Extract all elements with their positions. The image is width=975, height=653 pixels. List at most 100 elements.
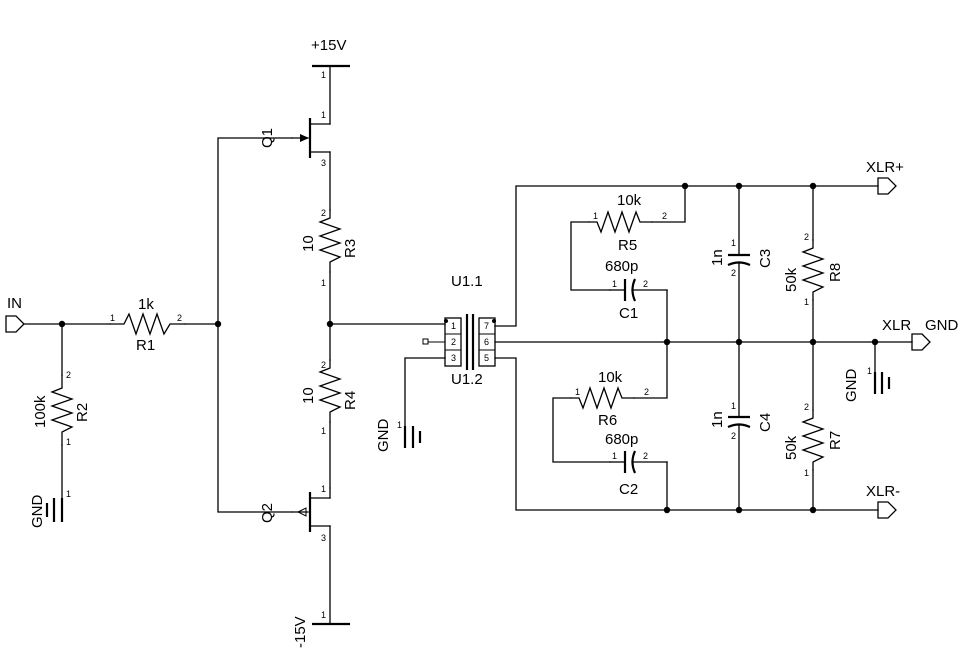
input-port: IN — [5, 295, 111, 333]
svg-text:1: 1 — [397, 420, 402, 430]
q1-ref: Q1 — [259, 128, 276, 148]
xlr-gnd-label: GND — [925, 317, 959, 334]
r5-ref: R5 — [618, 237, 637, 254]
resistor-r6: 10k R6 1 2 — [552, 341, 668, 463]
svg-text:3: 3 — [451, 353, 456, 363]
svg-text:1: 1 — [321, 484, 326, 494]
gnd-label-output: GND — [843, 369, 860, 403]
svg-text:1: 1 — [593, 211, 598, 221]
transformer-u1: 1 2 3 7 6 5 U1.1 U1.2 — [422, 273, 496, 388]
power-rail-negative: 1 -15V — [292, 610, 350, 648]
svg-text:1: 1 — [451, 321, 456, 331]
transformer-ground: 1 GND — [375, 357, 446, 453]
svg-text:2: 2 — [321, 360, 326, 370]
r4-value: 10 — [300, 387, 317, 404]
xlr-plus-label: XLR+ — [866, 159, 904, 176]
c4-ref: C4 — [757, 413, 774, 432]
resistor-r1: 1k R1 1 2 — [109, 296, 219, 354]
ground-symbol: 1 GND — [29, 489, 71, 528]
gnd-label: GND — [29, 495, 46, 529]
svg-text:1: 1 — [321, 70, 326, 80]
capacitor-c2: 680p C2 1 2 — [605, 431, 668, 511]
svg-text:2: 2 — [66, 370, 71, 380]
svg-text:5: 5 — [484, 353, 489, 363]
vneg-label: -15V — [292, 616, 309, 648]
resistor-r2: 100k R2 2 1 — [32, 323, 91, 499]
r1-ref: R1 — [136, 337, 155, 354]
resistor-r7: 50k R7 2 1 — [783, 341, 844, 511]
svg-text:2: 2 — [804, 232, 809, 242]
power-rail-positive: 1 +15V — [311, 37, 350, 80]
output-port-xlr-plus: XLR+ — [866, 159, 904, 195]
output-port-xlr-minus: XLR- — [866, 483, 900, 519]
svg-text:1: 1 — [321, 110, 326, 120]
r2-value: 100k — [32, 395, 49, 428]
svg-text:1: 1 — [321, 610, 326, 620]
svg-text:2: 2 — [321, 208, 326, 218]
transistor-q1: Q1 1 3 — [259, 65, 331, 211]
wire-q1-base — [217, 137, 293, 325]
q2-ref: Q2 — [259, 503, 276, 523]
transistor-q2: Q2 1 3 — [259, 484, 331, 625]
svg-text:1: 1 — [804, 297, 809, 307]
r1-value: 1k — [138, 296, 154, 313]
svg-text:1: 1 — [321, 426, 326, 436]
svg-text:1: 1 — [66, 489, 71, 499]
svg-text:2: 2 — [804, 402, 809, 412]
capacitor-c3: 1n C3 1 2 — [709, 185, 774, 343]
r6-value: 10k — [598, 369, 623, 386]
svg-text:3: 3 — [321, 533, 326, 543]
r7-ref: R7 — [827, 431, 844, 450]
svg-text:2: 2 — [643, 279, 648, 289]
xlr-label: XLR — [882, 317, 911, 334]
output-port-xlr-gnd: XLR GND — [882, 317, 959, 351]
c3-value: 1n — [709, 249, 726, 266]
svg-text:1: 1 — [731, 401, 736, 411]
c4-value: 1n — [709, 411, 726, 428]
svg-text:2: 2 — [451, 337, 456, 347]
c2-value: 680p — [605, 431, 638, 448]
resistor-r5: 10k R5 1 2 — [570, 185, 686, 291]
svg-text:2: 2 — [731, 268, 736, 278]
net-label-in: IN — [7, 295, 22, 312]
capacitor-c1: 680p C1 1 2 — [605, 258, 668, 343]
r8-value: 50k — [783, 267, 800, 292]
wire-q2-base — [217, 323, 293, 513]
svg-text:2: 2 — [177, 313, 182, 323]
r8-ref: R8 — [827, 263, 844, 282]
c2-ref: C2 — [619, 481, 638, 498]
svg-text:1: 1 — [110, 313, 115, 323]
r2-ref: R2 — [74, 403, 91, 422]
svg-text:1: 1 — [612, 279, 617, 289]
r7-value: 50k — [783, 435, 800, 460]
r3-value: 10 — [300, 235, 317, 252]
svg-text:1: 1 — [575, 387, 580, 397]
resistor-r8: 50k R8 2 1 — [783, 185, 844, 343]
svg-text:1: 1 — [731, 238, 736, 248]
svg-text:7: 7 — [484, 321, 489, 331]
svg-text:2: 2 — [643, 451, 648, 461]
capacitor-c4: 1n C4 1 2 — [709, 341, 774, 511]
wire-secondary-top — [494, 185, 686, 327]
svg-text:1: 1 — [66, 437, 71, 447]
output-ground-symbol: 1 GND — [843, 341, 891, 403]
r4-ref: R4 — [342, 391, 359, 410]
svg-text:2: 2 — [662, 211, 667, 221]
r5-value: 10k — [617, 192, 642, 209]
resistor-r4: 10 R4 2 1 — [300, 323, 359, 489]
u1-ref-bottom: U1.2 — [451, 371, 483, 388]
svg-text:2: 2 — [644, 387, 649, 397]
xlr-minus-label: XLR- — [866, 483, 900, 500]
c3-ref: C3 — [757, 249, 774, 268]
svg-text:3: 3 — [321, 158, 326, 168]
vpos-label: +15V — [311, 37, 346, 54]
svg-text:1: 1 — [867, 366, 872, 376]
r6-ref: R6 — [598, 412, 617, 429]
svg-text:6: 6 — [484, 337, 489, 347]
svg-text:2: 2 — [731, 431, 736, 441]
gnd-label-transformer: GND — [375, 419, 392, 453]
svg-text:1: 1 — [612, 451, 617, 461]
u1-ref-top: U1.1 — [451, 273, 483, 290]
c1-value: 680p — [605, 258, 638, 275]
